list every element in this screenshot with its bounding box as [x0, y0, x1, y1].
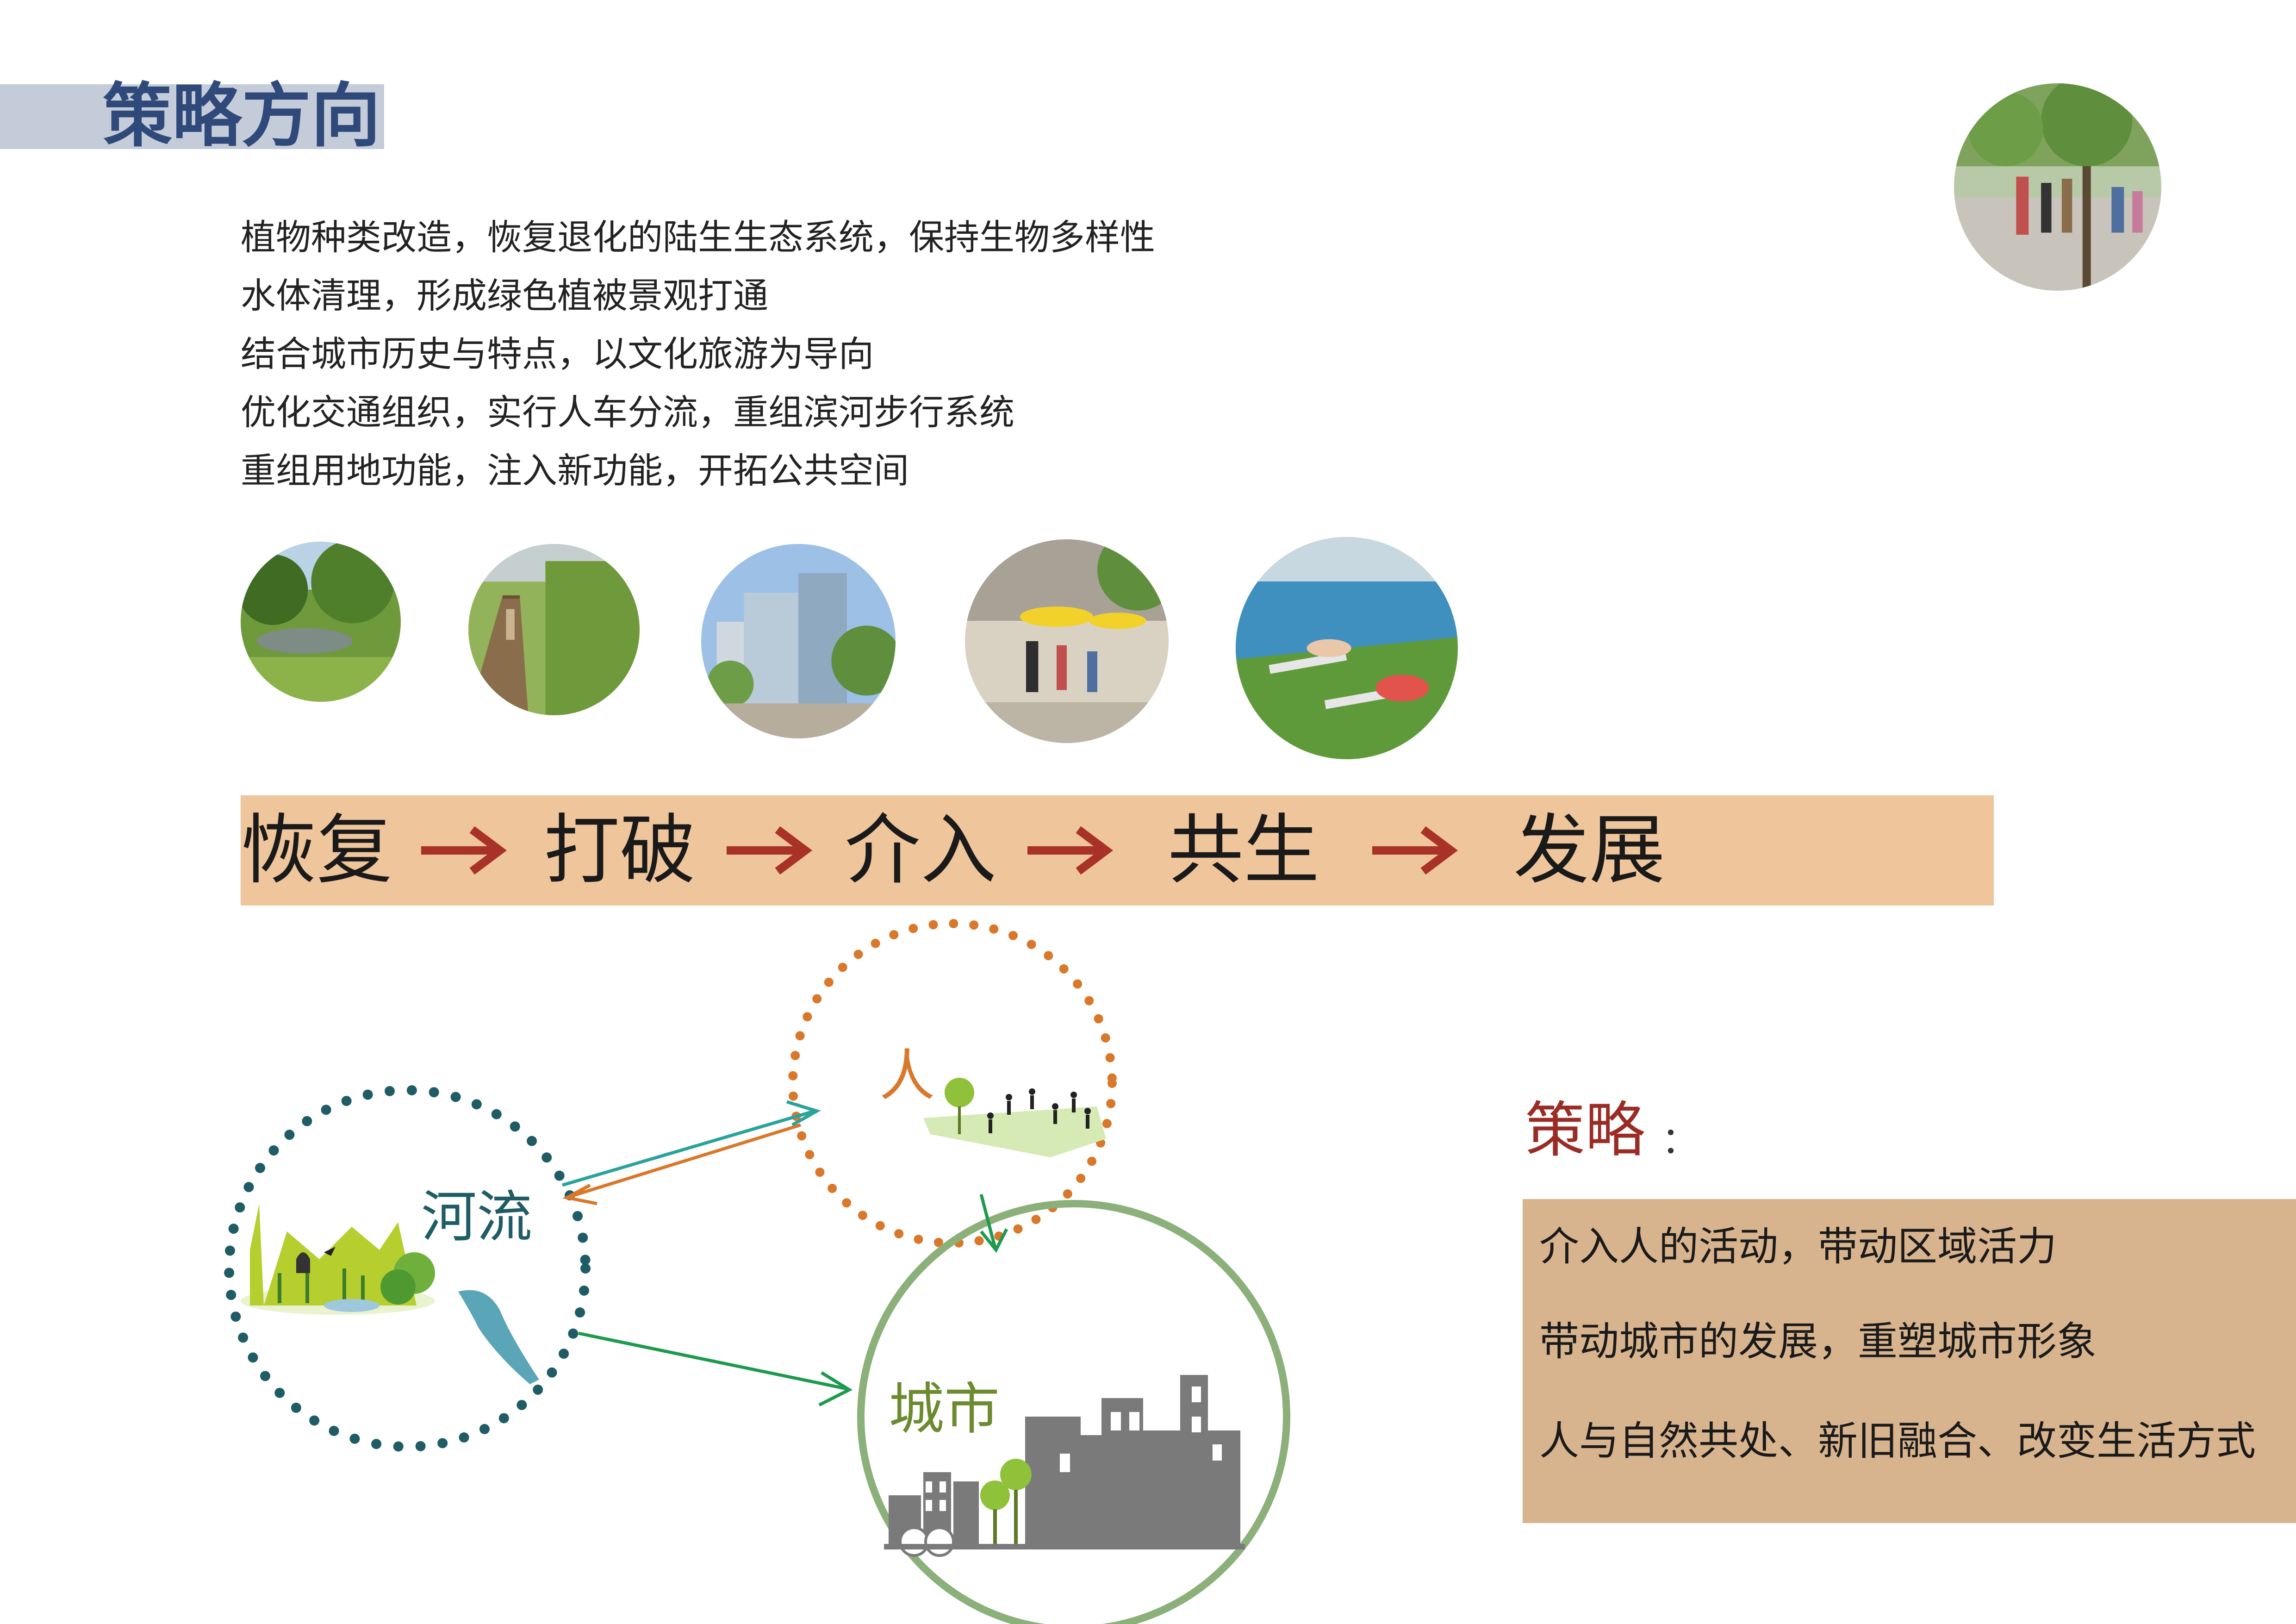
strategy-line-1: 植物种类改造，恢复退化的陆生生态系统，保持生物多样性: [241, 217, 1155, 258]
boardwalk-reeds-photo-icon: [468, 544, 640, 715]
title-band: [0, 84, 384, 149]
strategy-colon: ：: [1661, 1119, 1699, 1162]
strategy-list: 植物种类改造，恢复退化的陆生生态系统，保持生物多样性 水体清理，形成绿色植被景观…: [241, 208, 1155, 500]
relationship-diagram: [224, 919, 1290, 1624]
flow-arrow-icon: [1372, 826, 1458, 875]
wetland-trees-photo-icon: [241, 542, 401, 702]
flow-step-develop: 发展: [1513, 806, 1666, 894]
people-ring: [788, 919, 1117, 1248]
wetland-illustration-icon: [241, 1204, 435, 1315]
strategy-heading: 策略: [1525, 1095, 1646, 1165]
flow-step-symbiosis: 共生: [1168, 806, 1320, 894]
flow-step-break: 打破: [544, 806, 696, 894]
green-arrow-river-to-city: [578, 1331, 853, 1407]
flow-arrow-icon: [421, 826, 507, 875]
strategy-box: 介入人的活动，带动区域活力 带动城市的发展，重塑城市形象 人与自然共处、新旧融合…: [1523, 1199, 2296, 1523]
people-label: 人: [879, 1044, 935, 1108]
strategy-point-2: 带动城市的发展，重塑城市形象: [1539, 1318, 2097, 1365]
orange-arrow-people-to-river: [562, 1123, 802, 1206]
teal-arrow-river-to-people: [562, 1100, 821, 1187]
strategy-line-3: 结合城市历史与特点，以文化旅游为导向: [241, 333, 874, 375]
strategy-point-1: 介入人的活动，带动区域活力: [1539, 1224, 2057, 1270]
flow-step-intervene: 介入: [845, 806, 997, 894]
strategy-line-2: 水体清理，形成绿色植被景观打通: [241, 275, 768, 316]
flow-arrow-icon: [727, 826, 812, 875]
plaza-cafe-photo-icon: [965, 539, 1169, 743]
city-label: 城市: [889, 1377, 1000, 1442]
flow-step-restore: 恢复: [241, 806, 393, 894]
street-people-photo-icon: [1954, 83, 2161, 291]
city-ring: [857, 1200, 1290, 1624]
river-shape-icon: [458, 1290, 539, 1384]
strategy-line-4: 优化交通组织，实行人车分流，重组滨河步行系统: [241, 392, 1014, 433]
city-towers-photo-icon: [701, 544, 896, 738]
pool-lawn-photo-icon: [1236, 537, 1458, 759]
page-title: 策略方向: [103, 75, 381, 156]
city-skyline-illustration-icon: [884, 1375, 1245, 1557]
flow-bar: 恢复 打破 介入 共生 发展: [241, 795, 1994, 906]
flow-arrow-icon: [1027, 826, 1113, 875]
people-plaza-illustration-icon: [923, 1078, 1106, 1157]
green-arrow-people-to-city: [979, 1194, 1008, 1253]
strategy-line-5: 重组用地功能，注入新功能，开拓公共空间: [241, 450, 909, 491]
river-label: 河流: [421, 1185, 532, 1249]
river-ring: [224, 1085, 591, 1452]
strategy-point-3: 人与自然共处、新旧融合、改变生活方式: [1539, 1418, 2256, 1464]
